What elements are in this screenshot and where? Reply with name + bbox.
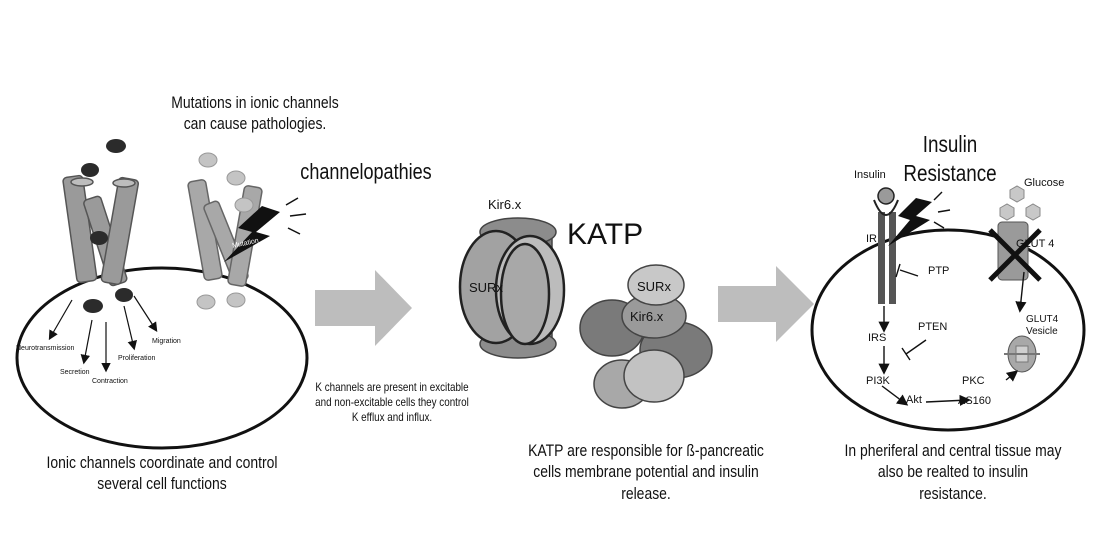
function-arrows [48, 295, 158, 373]
transition-arrow-1 [315, 270, 412, 346]
pkc-label: PKC [962, 375, 985, 387]
pten-label: PTEN [918, 321, 947, 333]
pi3k-label: PI3K [866, 375, 891, 387]
ions-dark [81, 139, 133, 313]
function-label-4: Migration [152, 338, 181, 345]
spark-lines [285, 197, 307, 235]
glut4-vesicle [1004, 335, 1040, 373]
as160-label: AS160 [958, 395, 991, 407]
glut4-vesicle-label-2: Vesicle [1026, 326, 1058, 337]
glut4-transporter [988, 221, 1042, 282]
panel3-caption: In pheriferal and central tissue may als… [844, 441, 1062, 503]
panel2-caption: KATP are responsible for ß-pancreatic ce… [528, 441, 764, 503]
panel-ion-channels: Mutation Neurotransmission Secretion Con… [15, 139, 309, 450]
spark-lines-2 [933, 191, 951, 229]
panel3-title: Insulin Resistance [903, 131, 997, 186]
panel1-caption: Ionic channels coordinate and control se… [46, 453, 278, 494]
transition-arrow-2 [718, 266, 814, 342]
cell-membrane [15, 266, 309, 450]
insulin-molecule [877, 187, 895, 205]
lightning-icon-ir [888, 198, 932, 246]
mutation-lightning-icon [224, 206, 280, 262]
inhibition-lines [895, 263, 927, 361]
function-label-1: Secretion [60, 369, 90, 376]
ion-channel-mutated [187, 179, 263, 287]
panel-insulin-resistance [810, 185, 1086, 432]
katp-channel-small [579, 264, 713, 409]
glut4-label: GLUT 4 [1016, 238, 1054, 250]
sur-label: SURx [469, 280, 503, 295]
mutation-note: Mutations in ionic channels can cause pa… [171, 93, 339, 134]
channelopathies-label: channelopathies [300, 159, 432, 184]
ptp-label: PTP [928, 265, 949, 277]
insulin-receptor [873, 187, 899, 304]
glucose-label: Glucose [1024, 177, 1064, 189]
function-label-2: Contraction [92, 378, 128, 385]
k-channels-note: K channels are present in excitable and … [315, 380, 469, 424]
panel-katp [458, 217, 713, 409]
signalling-arrows [878, 271, 1027, 406]
ions-light [196, 152, 254, 310]
irs-label: IRS [868, 332, 886, 344]
function-label-3: Proliferation [118, 355, 155, 362]
small-kir-label: Kir6.x [630, 309, 664, 324]
ir-label: IR [866, 233, 877, 245]
katp-title: KATP [567, 218, 643, 251]
function-label-0: Neurotransmission [16, 345, 74, 352]
glut4-vesicle-label-1: GLUT4 [1026, 314, 1059, 325]
kir-label: Kir6.x [488, 197, 522, 212]
glucose-molecules [999, 185, 1041, 221]
small-sur-label: SURx [637, 279, 671, 294]
insulin-label: Insulin [854, 169, 886, 181]
akt-label: Akt [906, 394, 922, 406]
katp-channel-large [458, 217, 566, 359]
